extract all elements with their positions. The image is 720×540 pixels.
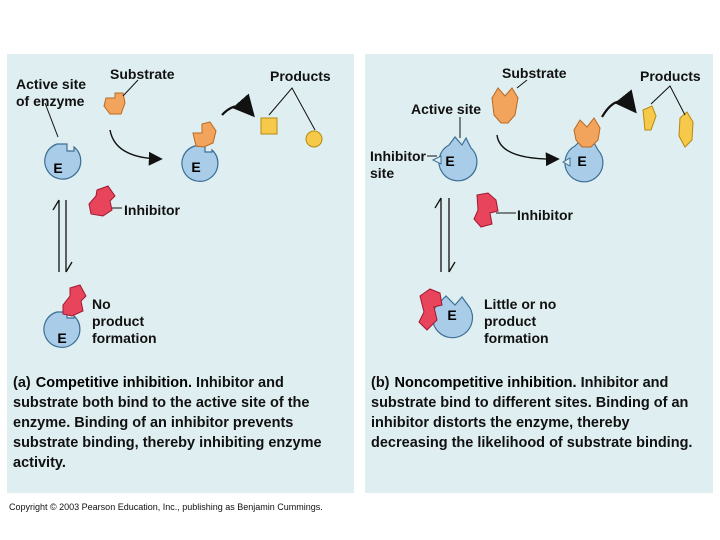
products-b: [642, 85, 694, 148]
caption-heading-a: Competitive inhibition.: [35, 375, 193, 391]
inhibitor-a: [88, 185, 116, 217]
caption-text-b: Inhibitor and substrate bind to differen…: [371, 375, 693, 451]
enzyme-free-a: E: [44, 143, 82, 180]
caption-heading-b: Noncompetitive inhibition.: [394, 375, 577, 391]
inhibitor-b: [473, 192, 499, 228]
caption-b: (b)Noncompetitive inhibition. Inhibitor …: [371, 373, 709, 453]
label-inhibitor-a: Inhibitor: [124, 202, 180, 218]
panel-noncompetitive-inhibition: [365, 54, 713, 493]
label-little-or-no-product-formation: Little or no product formation: [484, 296, 557, 346]
label-products-b: Products: [640, 68, 701, 84]
enzyme-inhibitor-complex-b: E: [418, 288, 474, 339]
label-products-a: Products: [270, 68, 331, 84]
label-no-product-formation: No product formation: [92, 296, 157, 346]
products-a: [260, 87, 323, 148]
enzyme-free-b: E: [431, 136, 478, 182]
label-substrate-b: Substrate: [502, 65, 567, 81]
reaction-arrow-b: [496, 134, 560, 167]
equilibrium-arrows-b: [434, 197, 456, 273]
svg-text:E: E: [191, 159, 200, 175]
caption-text-a: Inhibitor and substrate both bind to the…: [13, 375, 322, 471]
reaction-arrow-a: [109, 129, 163, 166]
svg-text:E: E: [577, 153, 586, 169]
svg-text:E: E: [445, 153, 454, 169]
label-substrate-a: Substrate: [110, 66, 175, 82]
label-active-site: Active site: [411, 101, 482, 117]
caption-tag-a: (a): [13, 375, 31, 391]
active-site-pointer: [44, 102, 59, 138]
enzyme-letter: E: [53, 160, 62, 176]
caption-tag-b: (b): [371, 375, 390, 391]
product-release-arrow-b: [601, 89, 637, 118]
label-inhibitor-site: Inhibitor site: [370, 148, 426, 181]
substrate-b: [491, 87, 519, 124]
equilibrium-arrows-a: [52, 199, 73, 273]
caption-a: (a)Competitive inhibition. Inhibitor and…: [13, 373, 347, 473]
enzyme-substrate-complex-b: E: [561, 117, 604, 183]
svg-text:E: E: [447, 307, 456, 323]
substrate-a: [103, 92, 126, 115]
product-release-arrow-a: [221, 93, 255, 118]
label-inhibitor-b: Inhibitor: [517, 207, 573, 223]
enzyme-inhibitor-complex-a: E: [43, 284, 87, 348]
enzyme-substrate-complex-a: E: [181, 121, 219, 182]
copyright-notice: Copyright © 2003 Pearson Education, Inc.…: [9, 502, 323, 512]
panel-competitive-inhibition: [7, 54, 354, 493]
label-active-site-of-enzyme: Active site of enzyme: [16, 76, 87, 109]
svg-text:E: E: [57, 330, 66, 346]
substrate-pointer: [122, 79, 139, 97]
